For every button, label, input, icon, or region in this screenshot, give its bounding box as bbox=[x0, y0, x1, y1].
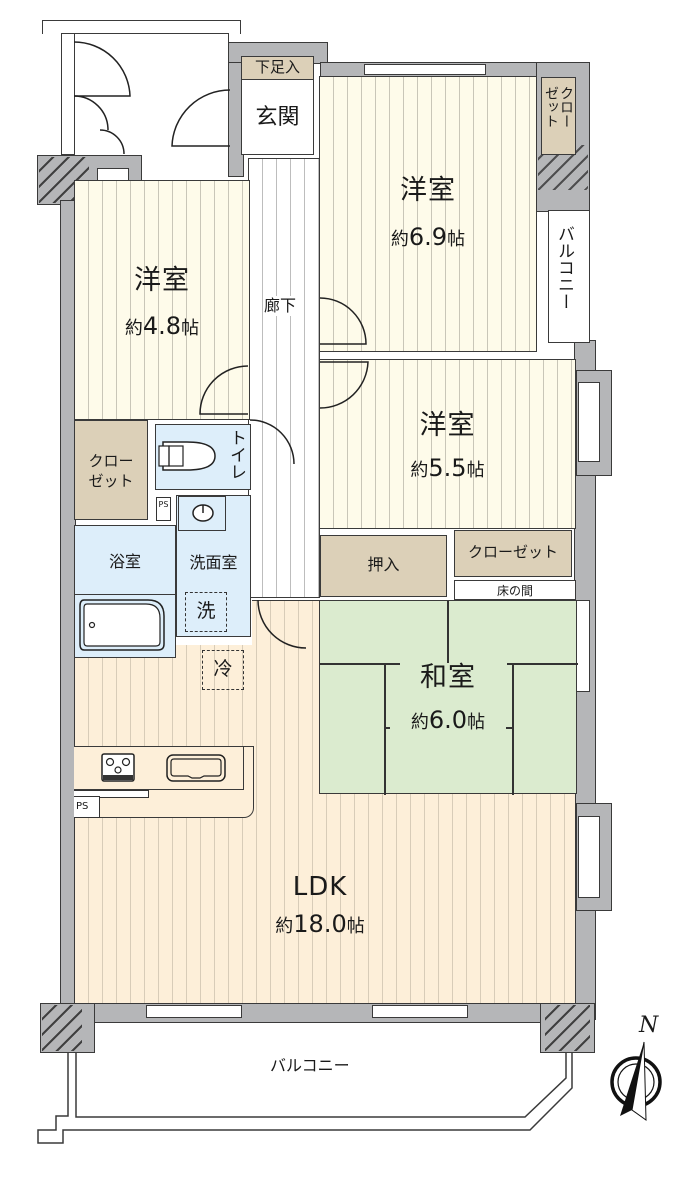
tatami-line bbox=[320, 663, 400, 665]
door-western-4-8 bbox=[199, 365, 249, 415]
western-room-5-5: 洋室 約5.5帖 bbox=[319, 359, 576, 529]
bay-window-1 bbox=[578, 382, 600, 462]
bathroom: 浴室 bbox=[74, 525, 176, 595]
hallway: 廊下 bbox=[248, 158, 320, 598]
ps-label-1: PS bbox=[158, 500, 169, 509]
north-label: N bbox=[639, 1013, 659, 1038]
fridge-label: 冷 bbox=[213, 658, 233, 680]
door-western-6-9 bbox=[319, 297, 367, 345]
tatami-line bbox=[512, 663, 514, 795]
kitchen-sink-icon bbox=[166, 754, 226, 782]
room-name: 洋室 bbox=[400, 175, 456, 206]
bay-window-2 bbox=[578, 816, 600, 898]
closet-left-line2: ゼット bbox=[88, 472, 134, 490]
hallway-label: 廊下 bbox=[263, 296, 298, 316]
closet-label-col1: クロー bbox=[558, 86, 574, 128]
room-name: 洋室 bbox=[134, 265, 190, 296]
sink-icon bbox=[192, 504, 214, 522]
closet-top-right[interactable]: クロー ゼット bbox=[541, 77, 576, 155]
shoe-storage-label: 下足入 bbox=[254, 58, 300, 76]
stove-icon bbox=[101, 753, 135, 782]
oshiire-label: 押入 bbox=[367, 555, 400, 574]
window-top-6-9 bbox=[364, 64, 486, 75]
closet-left-line1: クロー bbox=[88, 452, 134, 470]
door-western-5-5 bbox=[319, 361, 369, 409]
toilet-door-icon bbox=[249, 419, 295, 465]
western-room-6-9: 洋室 約6.9帖 bbox=[319, 76, 537, 352]
tatami-line bbox=[447, 601, 449, 663]
washroom-label: 洗面室 bbox=[189, 553, 238, 572]
ps-box-2 bbox=[74, 790, 149, 798]
room-name: 洋室 bbox=[419, 410, 476, 441]
entrance-door-icon bbox=[171, 89, 231, 147]
closet-left[interactable]: クロー ゼット bbox=[74, 420, 148, 520]
room-size: 約6.9帖 bbox=[390, 223, 466, 251]
main-balcony-label: バルコニー bbox=[270, 1056, 350, 1075]
bathroom-label: 浴室 bbox=[108, 552, 141, 571]
ldk-label-block: LDK 約18.0帖 bbox=[240, 870, 400, 940]
ps-box-2-label: PS bbox=[74, 796, 100, 818]
window-bottom-right bbox=[372, 1005, 468, 1018]
tokonoma-label: 床の間 bbox=[496, 584, 533, 598]
room-size: 約6.0帖 bbox=[410, 706, 486, 734]
room-size: 約18.0帖 bbox=[275, 910, 365, 938]
tatami-line bbox=[384, 727, 390, 729]
washer-label: 洗 bbox=[196, 600, 216, 622]
window-bottom-left bbox=[146, 1005, 242, 1018]
tatami-line bbox=[507, 663, 578, 665]
oshiire[interactable]: 押入 bbox=[320, 535, 447, 597]
room-size: 約5.5帖 bbox=[410, 454, 485, 482]
tatami-line bbox=[384, 663, 386, 795]
porch-pillar bbox=[61, 33, 75, 155]
entrance: 玄関 bbox=[241, 79, 314, 155]
tokonoma: 床の間 bbox=[454, 580, 576, 600]
japanese-room: 和室 約6.0帖 bbox=[319, 600, 578, 795]
closet-label-col2: ゼット bbox=[543, 86, 559, 128]
wall-hatch-bottom-left bbox=[42, 1005, 82, 1051]
closet-horizontal[interactable]: クローゼット bbox=[454, 530, 572, 577]
closet-horizontal-label: クローゼット bbox=[467, 543, 558, 561]
washer-space: 洗 bbox=[185, 592, 227, 632]
room-name: LDK bbox=[292, 872, 348, 902]
ps-label-2: PS bbox=[76, 801, 89, 812]
western-room-4-8: 洋室 約4.8帖 bbox=[74, 180, 250, 420]
sink-counter bbox=[178, 496, 226, 531]
room-size: 約4.8帖 bbox=[124, 312, 200, 340]
room-name: 和室 bbox=[420, 662, 476, 693]
entrance-label: 玄関 bbox=[255, 105, 300, 130]
toilet-label: トイレ bbox=[226, 429, 246, 480]
shoe-storage: 下足入 bbox=[241, 56, 314, 80]
porch-door-icon bbox=[73, 41, 131, 155]
side-balcony-label: バルコニー bbox=[554, 225, 574, 310]
side-balcony: バルコニー bbox=[548, 210, 590, 343]
ps-box-1: PS bbox=[156, 497, 171, 521]
fridge-space: 冷 bbox=[202, 650, 244, 690]
toilet-bowl-icon bbox=[158, 441, 216, 471]
ldk-door-icon bbox=[257, 599, 307, 649]
wall-hatch-bottom-right bbox=[545, 1005, 590, 1051]
porch-outline bbox=[42, 20, 241, 34]
compass-icon bbox=[610, 1041, 662, 1121]
tatami-line bbox=[506, 727, 512, 729]
bathtub-icon bbox=[79, 599, 165, 651]
